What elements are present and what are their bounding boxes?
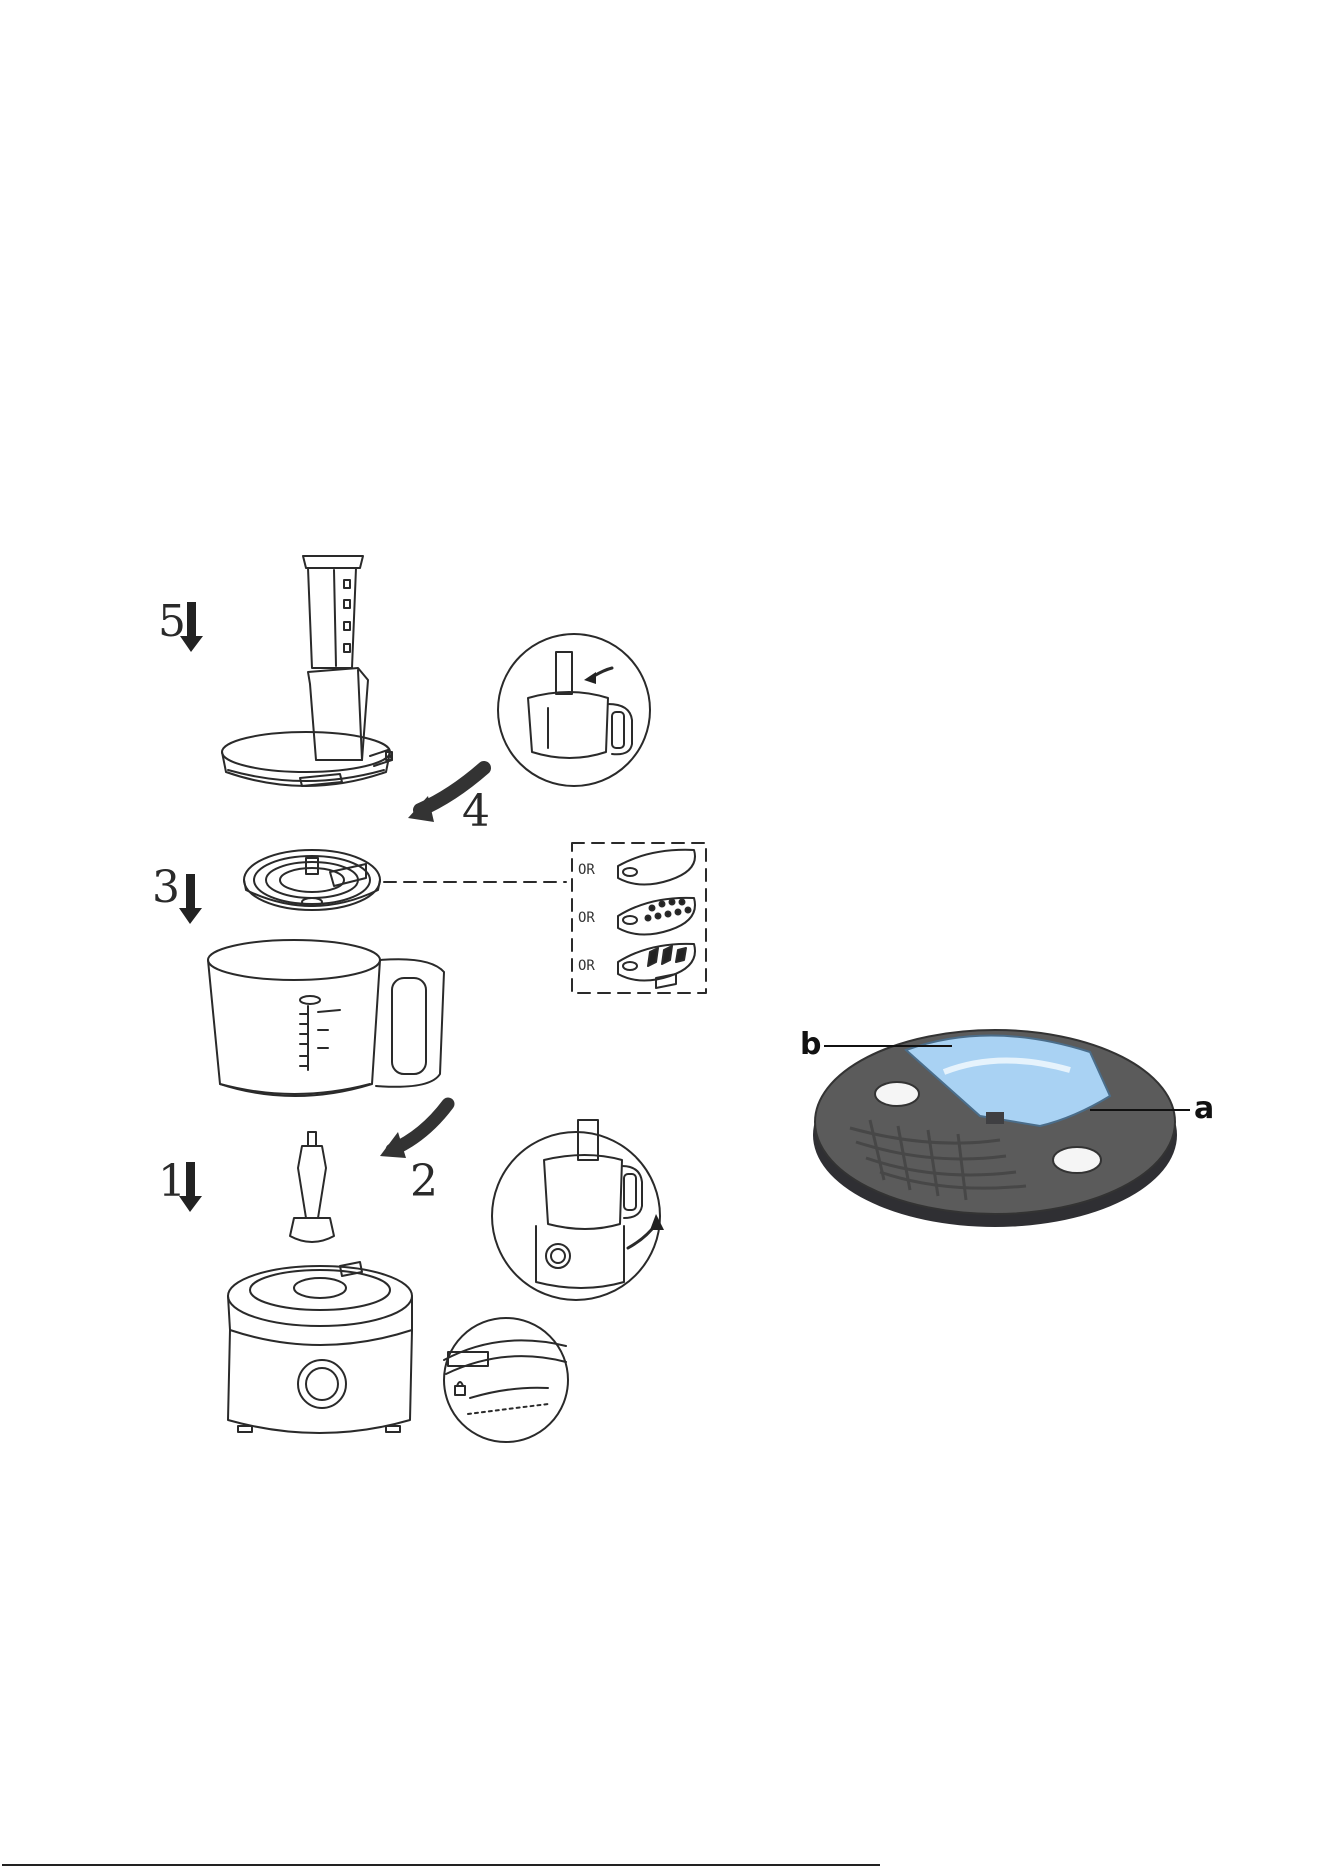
- step3-arrow-down-icon: [179, 874, 202, 924]
- step-number-2: 2: [410, 1160, 438, 1204]
- step-number-1: 1: [158, 1160, 186, 1204]
- inset-lid-fit: [498, 634, 650, 786]
- slicing-disc: [244, 850, 380, 910]
- or-label-2: OR: [578, 910, 595, 926]
- inset-assembled: [492, 1120, 664, 1300]
- bowl: [208, 940, 444, 1096]
- callout-a: a: [1194, 1094, 1214, 1124]
- inset-lock-detail: [444, 1318, 568, 1442]
- alt-disc-1: [618, 850, 695, 885]
- food-pusher: [303, 556, 363, 668]
- drive-shaft: [290, 1132, 334, 1242]
- or-label-1: OR: [578, 862, 595, 878]
- lock-icon: [455, 1386, 465, 1395]
- step2-curved-arrow-icon: [380, 1104, 448, 1158]
- footer-rule: [2, 1864, 880, 1866]
- lid-with-feed-tube: [222, 668, 392, 786]
- step-number-5: 5: [158, 600, 186, 644]
- step-number-4: 4: [462, 790, 490, 834]
- step-number-3: 3: [152, 866, 180, 910]
- motor-base: [228, 1262, 412, 1433]
- or-label-3: OR: [578, 958, 595, 974]
- alt-disc-3: [618, 944, 695, 988]
- callout-b: b: [800, 1030, 821, 1060]
- disc-detail: [813, 1030, 1190, 1227]
- alt-disc-2: [618, 898, 695, 935]
